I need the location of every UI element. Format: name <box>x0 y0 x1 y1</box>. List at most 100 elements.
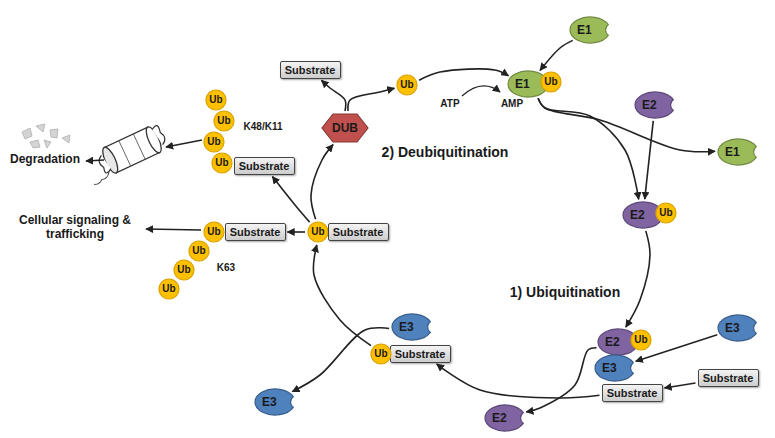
ubiquitin: Ub <box>173 259 195 281</box>
ubiquitin-shape <box>189 241 209 261</box>
cycle-arrow <box>626 231 650 327</box>
diagram-label: 2) Deubiquitination <box>382 144 509 160</box>
ubiquitin: Ub <box>188 240 210 262</box>
cycle-arrow <box>311 145 333 220</box>
node-text: Substrate <box>607 388 658 399</box>
e3-ligase-shape <box>595 355 633 381</box>
proteasome <box>82 123 171 186</box>
ubiquitin-shape <box>541 72 561 92</box>
node-text: E1 <box>515 78 530 90</box>
ubiquitin-shape <box>656 203 676 223</box>
node-text: Substrate <box>703 373 754 384</box>
ubiquitin: Ub <box>540 71 562 93</box>
node-text: E3 <box>602 362 617 374</box>
e3-ligase-shape <box>718 315 756 341</box>
flow-arrow <box>166 140 202 147</box>
ubiquitin-shape <box>204 222 224 242</box>
ubiquitin-shape <box>397 75 417 95</box>
cycle-arrow <box>321 80 345 111</box>
e2-enzyme-shape <box>485 405 523 431</box>
diagram-label: Cellular signaling & trafficking <box>13 214 138 242</box>
cycle-arrow <box>313 245 371 346</box>
node-text: E2 <box>642 99 657 111</box>
cycle-arrow <box>526 348 596 412</box>
node-text: E3 <box>262 396 277 408</box>
node-text: Ub <box>544 77 557 87</box>
node-text: DUB <box>332 122 358 134</box>
ubiquitin: Ub <box>213 110 235 132</box>
e2-enzyme-shape <box>598 329 636 355</box>
node-text: E2 <box>605 336 620 348</box>
node-text: Ub <box>311 227 324 237</box>
ubiquitin-shape <box>159 279 179 299</box>
substrate-box: Substrate <box>225 223 286 241</box>
ubiquitin-shape <box>174 260 194 280</box>
diagram-label: Degradation <box>10 153 80 167</box>
e1-enzyme: E1 <box>569 16 611 44</box>
e2-enzyme: E2 <box>634 91 676 119</box>
substrate-box: Substrate <box>698 369 759 387</box>
atp-arrow <box>462 86 500 96</box>
node-text: Substrate <box>333 227 384 238</box>
e3-ligase: E3 <box>594 354 636 382</box>
ubiquitin: Ub <box>205 89 227 111</box>
node-text: E2 <box>630 209 645 221</box>
node-text: Substrate <box>395 349 446 360</box>
ubiquitin: Ub <box>307 221 329 243</box>
ubiquitin: Ub <box>630 329 652 351</box>
cycle-arrow <box>538 98 639 199</box>
e3-ligase-shape <box>255 389 293 415</box>
node-text: Ub <box>374 349 387 359</box>
e2-enzyme-shape <box>635 92 673 118</box>
node-text: Ub <box>215 158 228 168</box>
e1-enzyme-shape <box>718 139 756 165</box>
ubiquitin-shape <box>206 90 226 110</box>
cycle-arrow <box>437 364 600 398</box>
ubiquitin: Ub <box>655 202 677 224</box>
ubiquitin-shape <box>308 222 328 242</box>
node-text: E3 <box>399 321 414 333</box>
cycle-arrow <box>540 40 573 70</box>
dub-enzyme-shape <box>322 114 368 142</box>
ubiquitin: Ub <box>158 278 180 300</box>
substrate-box: Substrate <box>328 223 389 241</box>
node-text: Ub <box>400 80 413 90</box>
e3-ligase: E3 <box>717 314 759 342</box>
node-text: Ub <box>209 95 222 105</box>
flow-arrow <box>86 160 104 161</box>
cycle-arrow <box>272 177 309 223</box>
node-text: Ub <box>634 335 647 345</box>
diagram-label: 1) Ubiquitination <box>510 284 620 300</box>
ubiquitin-shape <box>631 330 651 350</box>
e2-enzyme-shape <box>623 202 661 228</box>
diagram-label: ATP <box>440 98 459 110</box>
cycle-arrow <box>664 383 695 388</box>
ubiquitin: Ub <box>370 343 392 365</box>
e1-enzyme-shape <box>508 71 546 97</box>
node-text: Ub <box>162 284 175 294</box>
e3-ligase: E3 <box>254 388 296 416</box>
ubiquitin: Ub <box>211 152 233 174</box>
substrate-box: Substrate <box>602 384 663 402</box>
e3-ligase-shape <box>392 314 430 340</box>
node-text: Substrate <box>239 161 290 172</box>
node-text: E3 <box>725 322 740 334</box>
diagram-label: K63 <box>217 262 235 274</box>
e2-enzyme: E2 <box>484 404 526 432</box>
peptide-fragments <box>22 124 70 148</box>
node-text: Substrate <box>285 65 336 76</box>
node-text: E2 <box>492 412 507 424</box>
flow-arrow <box>146 229 201 230</box>
node-text: Ub <box>192 246 205 256</box>
ubiquitin-shape <box>371 344 391 364</box>
diagram-label: AMP <box>501 98 523 110</box>
ubiquitin: Ub <box>203 131 225 153</box>
ubiquitin-shape <box>214 111 234 131</box>
substrate-box: Substrate <box>280 61 341 79</box>
dub-enzyme: DUB <box>321 113 369 143</box>
cycle-arrow <box>645 121 654 199</box>
substrate-box: Substrate <box>234 157 295 175</box>
e1-enzyme: E1 <box>717 138 759 166</box>
cycle-arrow <box>348 88 394 111</box>
